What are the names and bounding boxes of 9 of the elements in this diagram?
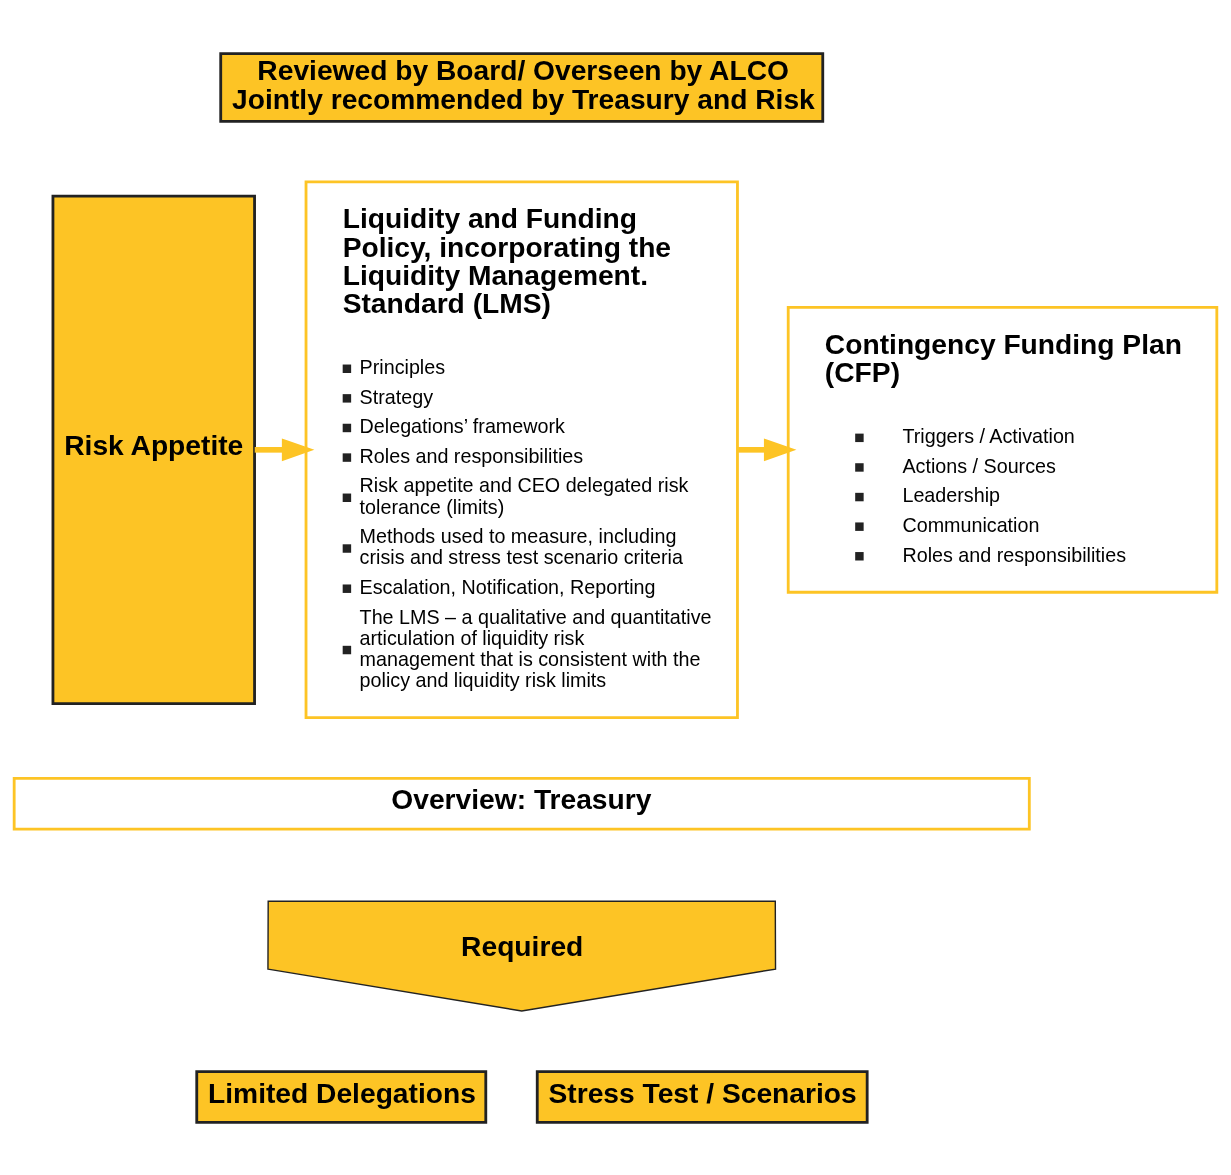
node-box: Risk Appetite <box>51 194 256 705</box>
node-box: Contingency Funding Plan (CFP) Triggers / Activation Actions / Sources Leadership Communication Roles and responsibilities <box>786 305 1219 594</box>
arrow <box>254 437 315 461</box>
node-box: Liquidity and Funding Policy, incorporating the Liquidity Management. Standard (LMS) Principles Strategy Delegations’ framework Roles and responsibilities Risk appetite and CEO delegated risk tolerance (limits) Methods used to measure, including crisis and stress test scenario criteria Escalation, Notification, Reporting The LMS – a qualitative and quantitative articulation of liquidity risk management that is consistent with the policy and liquidity risk limits <box>304 180 739 719</box>
node-box: Overview: Treasury <box>12 776 1031 830</box>
node-box: Reviewed by Board/ Overseen by ALCO Jointly recommended by Treasury and Risk <box>219 51 825 123</box>
node-box: Stress Test / Scenarios <box>535 1069 869 1124</box>
arrow <box>737 437 797 461</box>
node-box: Limited Delegations <box>195 1069 488 1124</box>
